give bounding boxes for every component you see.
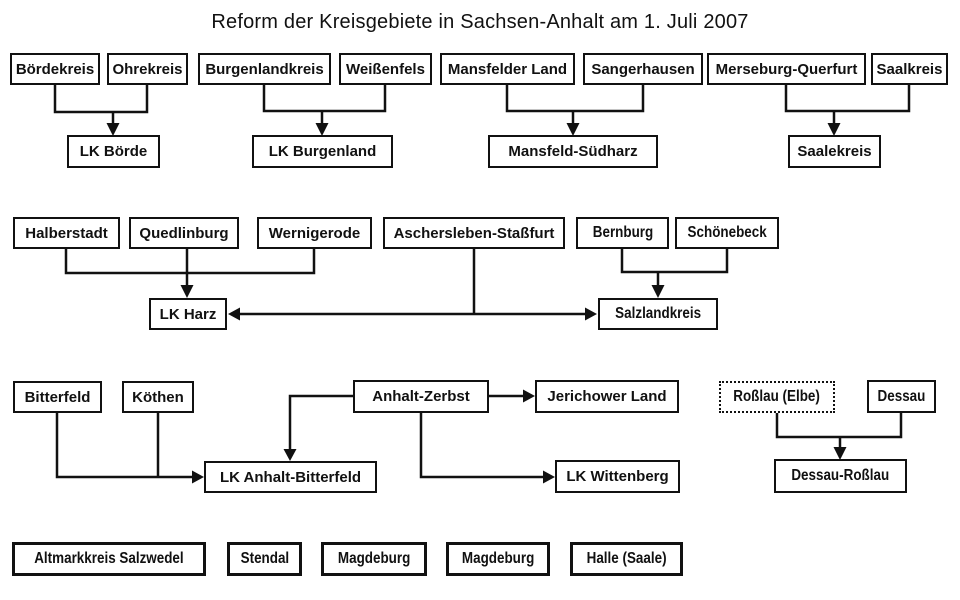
node-label: Roßlau (Elbe) [733, 388, 821, 405]
node-aschersleben-stassfurt: Aschersleben-Staßfurt [383, 217, 565, 249]
node-label: LK Burgenland [268, 143, 377, 160]
node-lk-burgenland: LK Burgenland [252, 135, 393, 168]
node-label: Dessau-Roßlau [791, 467, 890, 484]
node-merseburg-querfurt: Merseburg-Querfurt [707, 53, 866, 85]
node-label: Bernburg [592, 224, 653, 241]
node-label: Dessau [877, 387, 926, 405]
node-saalkreis: Saalkreis [871, 53, 948, 85]
node-label: Halle (Saale) [586, 550, 667, 567]
node-sangerhausen: Sangerhausen [583, 53, 703, 85]
node-altmarkkreis-salzwedel: Altmarkkreis Salzwedel [12, 542, 206, 576]
node-label: Salzlandkreis [615, 305, 701, 322]
node-label: LK Anhalt-Bitterfeld [219, 468, 362, 486]
node-wernigerode: Wernigerode [257, 217, 372, 249]
node-boerdekreis: Bördekreis [10, 53, 100, 85]
node-rosslau-elbe: Roßlau (Elbe) [719, 381, 835, 413]
node-quedlinburg: Quedlinburg [129, 217, 239, 249]
node-label: Halberstadt [25, 224, 108, 242]
node-anhalt-zerbst: Anhalt-Zerbst [353, 380, 489, 413]
node-bitterfeld: Bitterfeld [13, 381, 102, 413]
node-label: Merseburg-Querfurt [715, 60, 858, 78]
node-lk-anhalt-bitterfeld: LK Anhalt-Bitterfeld [204, 461, 377, 493]
node-label: Bördekreis [15, 60, 95, 78]
node-dessau: Dessau [867, 380, 936, 413]
node-label: Mansfeld-Südharz [508, 143, 638, 160]
node-label: Magdeburg [461, 550, 535, 567]
node-lk-harz: LK Harz [149, 298, 227, 330]
connector-mansfeld-suedharz [505, 85, 645, 136]
node-label: Köthen [132, 388, 184, 406]
node-label: Mansfelder Land [447, 60, 568, 78]
node-ohrekreis: Ohrekreis [107, 53, 188, 85]
node-halberstadt: Halberstadt [13, 217, 120, 249]
node-koethen: Köthen [122, 381, 194, 413]
node-label: Stendal [240, 550, 289, 567]
node-dessau-rosslau: Dessau-Roßlau [774, 459, 907, 493]
node-label: Ohrekreis [112, 60, 183, 78]
node-label: Anhalt-Zerbst [372, 388, 470, 405]
connector-anhalt-bitterfeld [55, 413, 204, 484]
node-label: Altmarkkreis Salzwedel [34, 550, 184, 567]
node-mansfeld-suedharz: Mansfeld-Südharz [488, 135, 658, 168]
connector-anhalt-zerbst-left [283, 394, 353, 461]
node-burgenlandkreis: Burgenlandkreis [198, 53, 331, 85]
node-lk-boerde: LK Börde [67, 135, 160, 168]
node-stendal: Stendal [227, 542, 302, 576]
node-lk-wittenberg: LK Wittenberg [555, 460, 680, 493]
connector-burgenland [262, 85, 387, 136]
node-label: LK Wittenberg [566, 468, 669, 485]
node-jerichower-land: Jerichower Land [535, 380, 679, 413]
node-bernburg: Bernburg [576, 217, 669, 249]
diagram-title: Reform der Kreisgebiete in Sachsen-Anhal… [211, 11, 749, 33]
connector-anhalt-zerbst-down [419, 413, 555, 484]
node-mansfelder-land: Mansfelder Land [440, 53, 575, 85]
node-label: Sangerhausen [591, 60, 695, 78]
connector-aschersleben-split [228, 249, 597, 321]
node-magdeburg-1: Magdeburg [321, 542, 427, 576]
connector-dessau-rosslau [775, 413, 903, 460]
connector-lk-harz [64, 249, 316, 298]
node-salzlandkreis: Salzlandkreis [598, 298, 718, 330]
node-label: Jerichower Land [547, 388, 667, 405]
connector-saalekreis [784, 85, 911, 136]
node-label: Magdeburg [337, 550, 411, 567]
node-label: Bitterfeld [24, 388, 91, 406]
node-saalekreis: Saalekreis [788, 135, 881, 168]
node-label: Wernigerode [268, 224, 361, 242]
connector-salzlandkreis [620, 249, 729, 298]
node-label: Burgenlandkreis [205, 60, 324, 78]
node-weissenfels: Weißenfels [339, 53, 432, 85]
node-label: Weißenfels [346, 60, 425, 78]
connector-anhalt-zerbst-right [489, 389, 535, 403]
node-magdeburg-2: Magdeburg [446, 542, 550, 576]
node-label: Aschersleben-Staßfurt [393, 224, 555, 242]
connector-boerde [53, 85, 149, 136]
node-label: LK Börde [79, 143, 148, 160]
node-halle-saale: Halle (Saale) [570, 542, 683, 576]
node-schoenebeck: Schönebeck [675, 217, 779, 249]
node-label: Saalkreis [876, 60, 943, 78]
node-label: Schönebeck [687, 224, 767, 241]
node-label: LK Harz [159, 305, 217, 323]
node-label: Saalekreis [797, 143, 872, 160]
node-label: Quedlinburg [139, 224, 229, 242]
